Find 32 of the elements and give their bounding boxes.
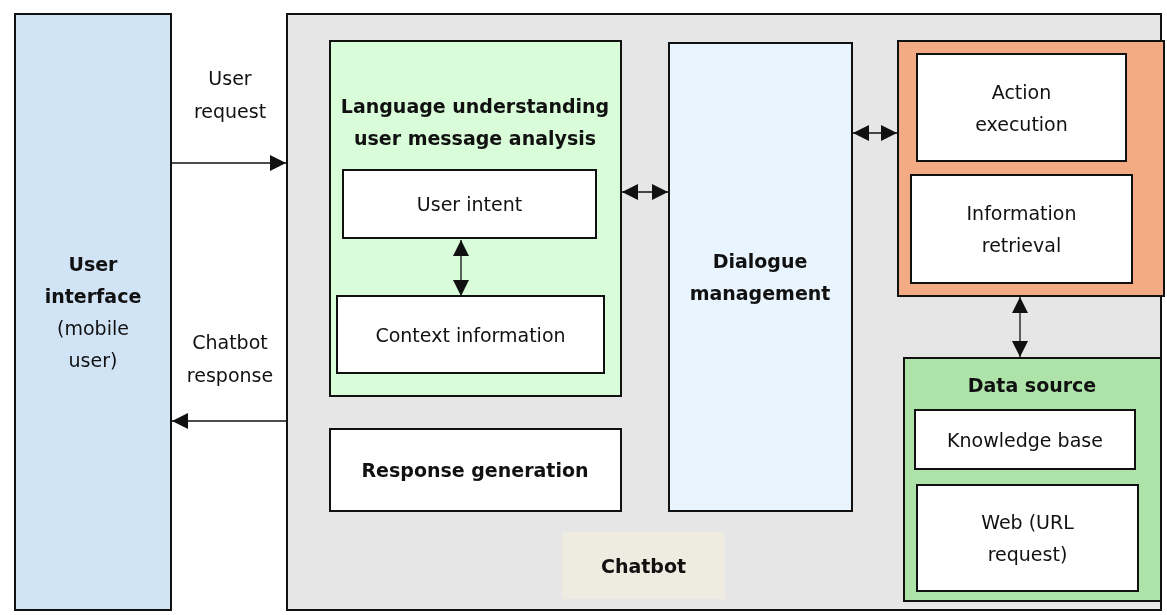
- arrow: [171, 155, 287, 171]
- process-box: [328, 427, 622, 512]
- box-label: Response generation: [360, 457, 590, 483]
- box-label: Web (URL request): [980, 510, 1075, 567]
- arrow: [852, 125, 898, 141]
- module-panel: [896, 39, 1165, 297]
- module-panel: [667, 41, 853, 512]
- box-label: Language understanding user message analysis: [339, 93, 611, 151]
- process-box: [910, 174, 1133, 284]
- process-box: [336, 295, 605, 374]
- box-label: Knowledge base: [946, 427, 1104, 453]
- process-box: [342, 169, 597, 239]
- module-panel: [902, 356, 1162, 602]
- arrow: [1012, 296, 1028, 358]
- arrow: [453, 239, 469, 297]
- box-label: Information retrieval: [965, 201, 1078, 258]
- chatbot-container: [286, 13, 1162, 611]
- process-box: [916, 484, 1139, 592]
- process-box: [914, 409, 1136, 470]
- box-label: Dialogue management: [688, 248, 832, 306]
- process-box: [916, 53, 1127, 162]
- user-interface-panel: [14, 13, 172, 611]
- arrow: [621, 184, 669, 200]
- container-label: Chatbot: [562, 532, 725, 599]
- box-sublabel: (mobile user): [56, 316, 130, 373]
- box-label: Data source: [966, 372, 1098, 398]
- box-label: User intent: [415, 192, 524, 217]
- box-label: User interface: [43, 252, 143, 309]
- box-label: Context information: [374, 322, 567, 348]
- box-label: Action execution: [974, 79, 1069, 137]
- module-panel: [328, 39, 622, 397]
- arrow: [171, 413, 287, 429]
